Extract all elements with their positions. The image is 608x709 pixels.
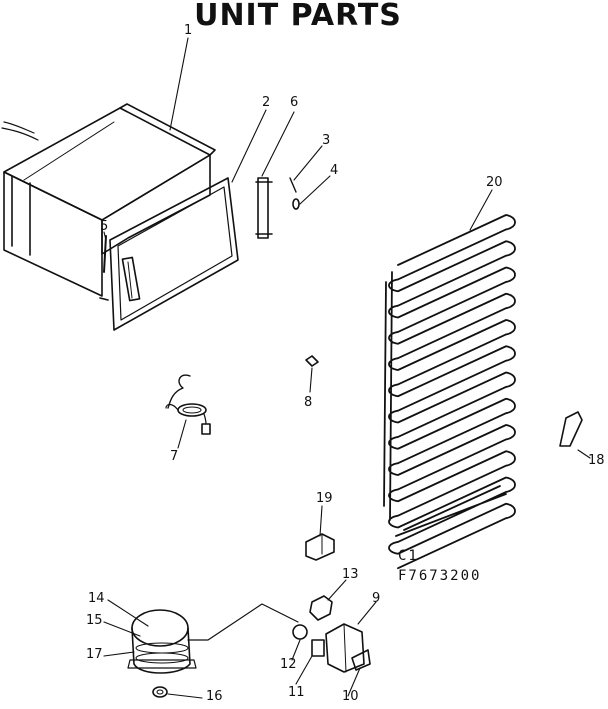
- callout-12: 12: [280, 657, 297, 672]
- callout-14: 14: [88, 591, 105, 606]
- callout-1: 1: [184, 23, 193, 38]
- leader-lines: [104, 38, 590, 698]
- part-2-door: [109, 177, 239, 331]
- part-9-relay: [326, 624, 364, 672]
- diagram-title: UNIT PARTS: [194, 0, 402, 33]
- callout-15: 15: [86, 613, 103, 628]
- part-3-screw: [290, 178, 296, 192]
- callout-18: 18: [588, 453, 605, 468]
- part-4-clip: [293, 199, 299, 209]
- callout-4: 4: [330, 163, 339, 178]
- callout-7: 7: [170, 449, 179, 464]
- part-1-cabinet: [2, 104, 215, 300]
- catalog-number: F7673200: [398, 568, 482, 584]
- part-17-base: [128, 660, 196, 668]
- callout-10: 10: [342, 689, 359, 704]
- part-16-grommet: [153, 687, 167, 697]
- callout-2: 2: [262, 95, 271, 110]
- coil-tubing: [384, 215, 515, 568]
- part-12-capacitor: [293, 625, 307, 639]
- callout-20: 20: [486, 175, 503, 190]
- part-5-strip: [104, 236, 106, 272]
- part-6-hinge: [256, 178, 272, 238]
- callout-9: 9: [372, 591, 381, 606]
- part-13-terminal: [310, 596, 332, 620]
- part-11-overload: [312, 640, 324, 656]
- callout-17: 17: [86, 647, 103, 662]
- callout-6: 6: [290, 95, 299, 110]
- part-19-bracket: [306, 534, 334, 560]
- part-7-cord: [166, 375, 210, 434]
- callout-11: 11: [288, 685, 305, 700]
- callout-19: 19: [316, 491, 333, 506]
- part-10-cover: [352, 650, 370, 670]
- model-code: C1: [398, 548, 419, 564]
- part-20-coil: [384, 215, 515, 568]
- callout-16: 16: [206, 689, 223, 704]
- part-18-plug: [560, 412, 582, 446]
- callout-5: 5: [100, 219, 109, 234]
- part-14-compressor: [132, 610, 190, 673]
- part-8-clip: [306, 356, 318, 366]
- part-15-tube: [188, 604, 298, 640]
- callout-13: 13: [342, 567, 359, 582]
- callout-3: 3: [322, 133, 331, 148]
- callout-8: 8: [304, 395, 313, 410]
